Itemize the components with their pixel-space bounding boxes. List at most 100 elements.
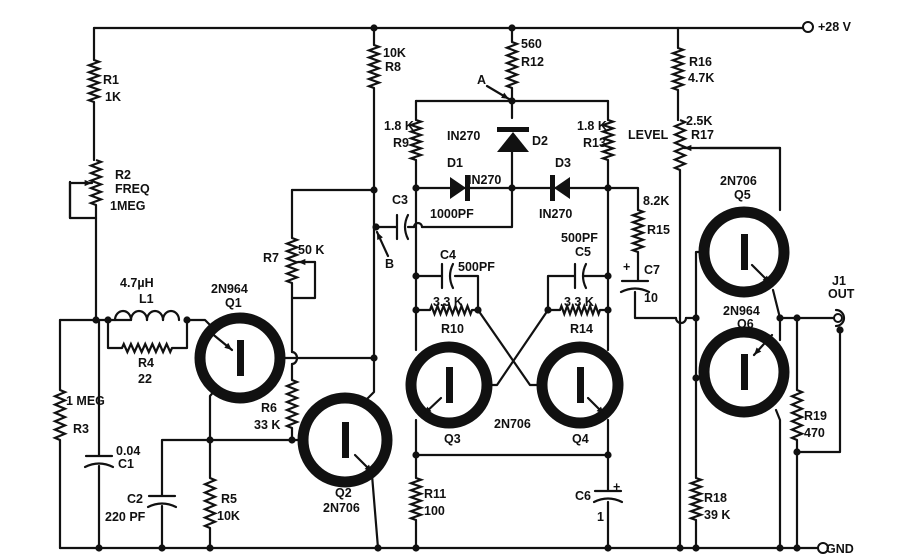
c2-value: 220 PF [105,510,146,524]
r10-value: 3.3 K [433,295,463,309]
c3-capacitor-curved-plate [403,213,410,241]
junction-dot [92,316,100,324]
r11-ref: R11 [424,487,446,501]
r8-resistor [365,43,383,90]
wire [290,260,317,300]
r9-ref: R9 [393,136,409,150]
q2-emitter-arrow-head [364,464,372,472]
junction-dot [793,544,801,552]
r18-value: 39 K [704,508,730,522]
r7-ref: R7 [263,251,279,265]
q5-emitter-arrow-head [762,275,770,283]
junction-dot [604,544,612,552]
c4-value: 500PF [458,260,495,274]
junction-dot [692,544,700,552]
q3-emitter-arrow-head [424,406,432,414]
r14-value: 3.3 K [564,295,594,309]
r17-wiper-arrow-head [684,144,692,152]
junction-dot [676,544,684,552]
wire [633,290,678,320]
d1-diode-cathode [465,175,470,201]
q1-emitter-arrow-head [224,342,232,350]
c5-ref: C5 [575,245,591,259]
r11-resistor [407,476,425,522]
junction-dot [370,24,378,32]
q3-q4-part: 2N706 [494,417,531,431]
r16-ref: R16 [689,55,712,69]
r3-resistor [52,388,68,442]
r6-value: 33 K [254,418,280,432]
q4-transistor-base-bar [577,367,584,403]
c3-ref: C3 [392,193,408,207]
j1-jack-center [833,313,843,323]
q6-emitter-arrow-head [754,347,762,355]
wire [795,328,842,454]
r6-ref: R6 [261,401,277,415]
q5-part: 2N706 [720,174,757,188]
c1-capacitor-curved-plate [83,462,115,469]
ground-label: GND [826,542,854,556]
junction-dot [206,544,214,552]
r5-resistor [202,476,218,530]
jack-out-label: OUT [828,287,855,301]
r3-ref: R3 [73,422,89,436]
r8-ref: R8 [385,60,401,74]
r15-ref: R15 [647,223,670,237]
r14-resistor [558,302,602,318]
l1-ref: L1 [139,292,154,306]
r12-resistor [503,40,521,90]
c7-capacitor-curved-plate [619,287,651,294]
wire [771,288,782,320]
d1-diode-triangle [450,177,466,199]
l1-coil-loop [113,309,133,322]
c1-value: 0.04 [116,444,140,458]
r2-ref: R2 [115,168,131,182]
l1-coil-loop [145,309,165,322]
q6-ref: Q6 [737,317,754,331]
r13-ref: R13 [583,136,606,150]
r16-value: 4.7K [688,71,714,85]
r7-value: 50 K [298,243,324,257]
junction-dot [776,544,784,552]
r2-pot [87,158,105,207]
c7-plus: + [623,260,630,274]
wire [546,274,576,312]
q5-ref: Q5 [734,188,751,202]
wire [170,318,189,350]
c6-value: 1 [597,510,604,524]
r17-pot [672,118,688,172]
test-point-a-arrow-head [501,92,509,99]
r18-resistor [687,476,705,522]
c7-ref: C7 [644,263,660,277]
r4-value: 22 [138,372,152,386]
r3-value: 1 MEG [66,394,105,408]
junction-dot [95,544,103,552]
wire [606,186,640,212]
c6-ref: C6 [575,489,591,503]
wire [420,186,514,229]
r15-resistor [629,208,647,254]
q6-part: 2N964 [723,304,760,318]
r9-resistor [407,118,425,162]
r1-value: 1K [105,90,121,104]
r7-pot [283,236,301,285]
wire [106,318,124,350]
r13-resistor [599,118,617,162]
c1-ref-label: C1 [118,457,134,471]
l1-coil-loop [161,309,181,322]
r17-value: 2.5K [686,114,712,128]
r4-resistor [120,341,174,355]
r14-ref: R14 [570,322,593,336]
r16-resistor [669,46,687,92]
d3-diode-cathode [550,175,555,201]
c7-value: 10 [644,291,658,305]
r19-value: 470 [804,426,825,440]
r5-ref: R5 [221,492,237,506]
q2-transistor-base-bar [342,422,349,458]
q2-ref: Q2 [335,486,352,500]
r17-ref: R17 [691,128,714,142]
d2-ref: D2 [532,134,548,148]
jack-ref: J1 [832,274,846,288]
r13-value: 1.8 K [577,119,607,133]
